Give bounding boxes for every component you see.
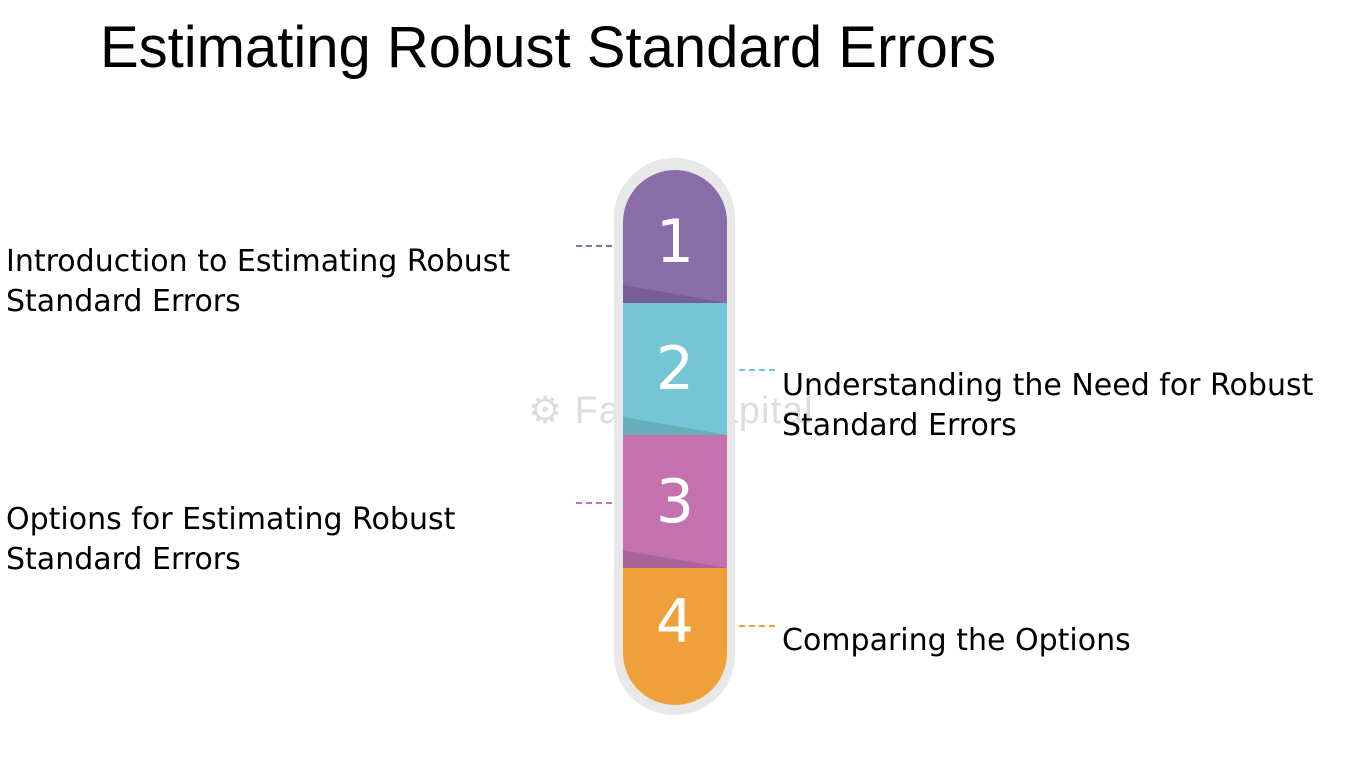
step-4-segment: 4 xyxy=(623,568,727,705)
step-4-label: Comparing the Options xyxy=(782,623,1131,658)
step-1-label: Introduction to Estimating Robust Standa… xyxy=(6,244,511,319)
step-3-segment: 3 xyxy=(623,435,727,568)
step-2-number: 2 xyxy=(655,334,695,404)
page-title: Estimating Robust Standard Errors xyxy=(100,15,997,80)
step-1-connector xyxy=(576,245,612,247)
step-1-segment: 1 xyxy=(623,170,727,303)
step-3-connector xyxy=(576,502,612,504)
step-2-connector xyxy=(739,369,775,371)
step-pill: 1 2 3 4 xyxy=(623,170,727,705)
step-3-number: 3 xyxy=(655,466,695,537)
step-2-segment: 2 xyxy=(623,303,727,435)
step-4-number: 4 xyxy=(655,586,695,657)
step-2-label: Understanding the Need for Robust Standa… xyxy=(782,368,1314,443)
step-4-connector xyxy=(739,625,775,627)
step-3-label: Options for Estimating Robust Standard E… xyxy=(6,502,456,577)
step-1-number: 1 xyxy=(655,206,695,277)
